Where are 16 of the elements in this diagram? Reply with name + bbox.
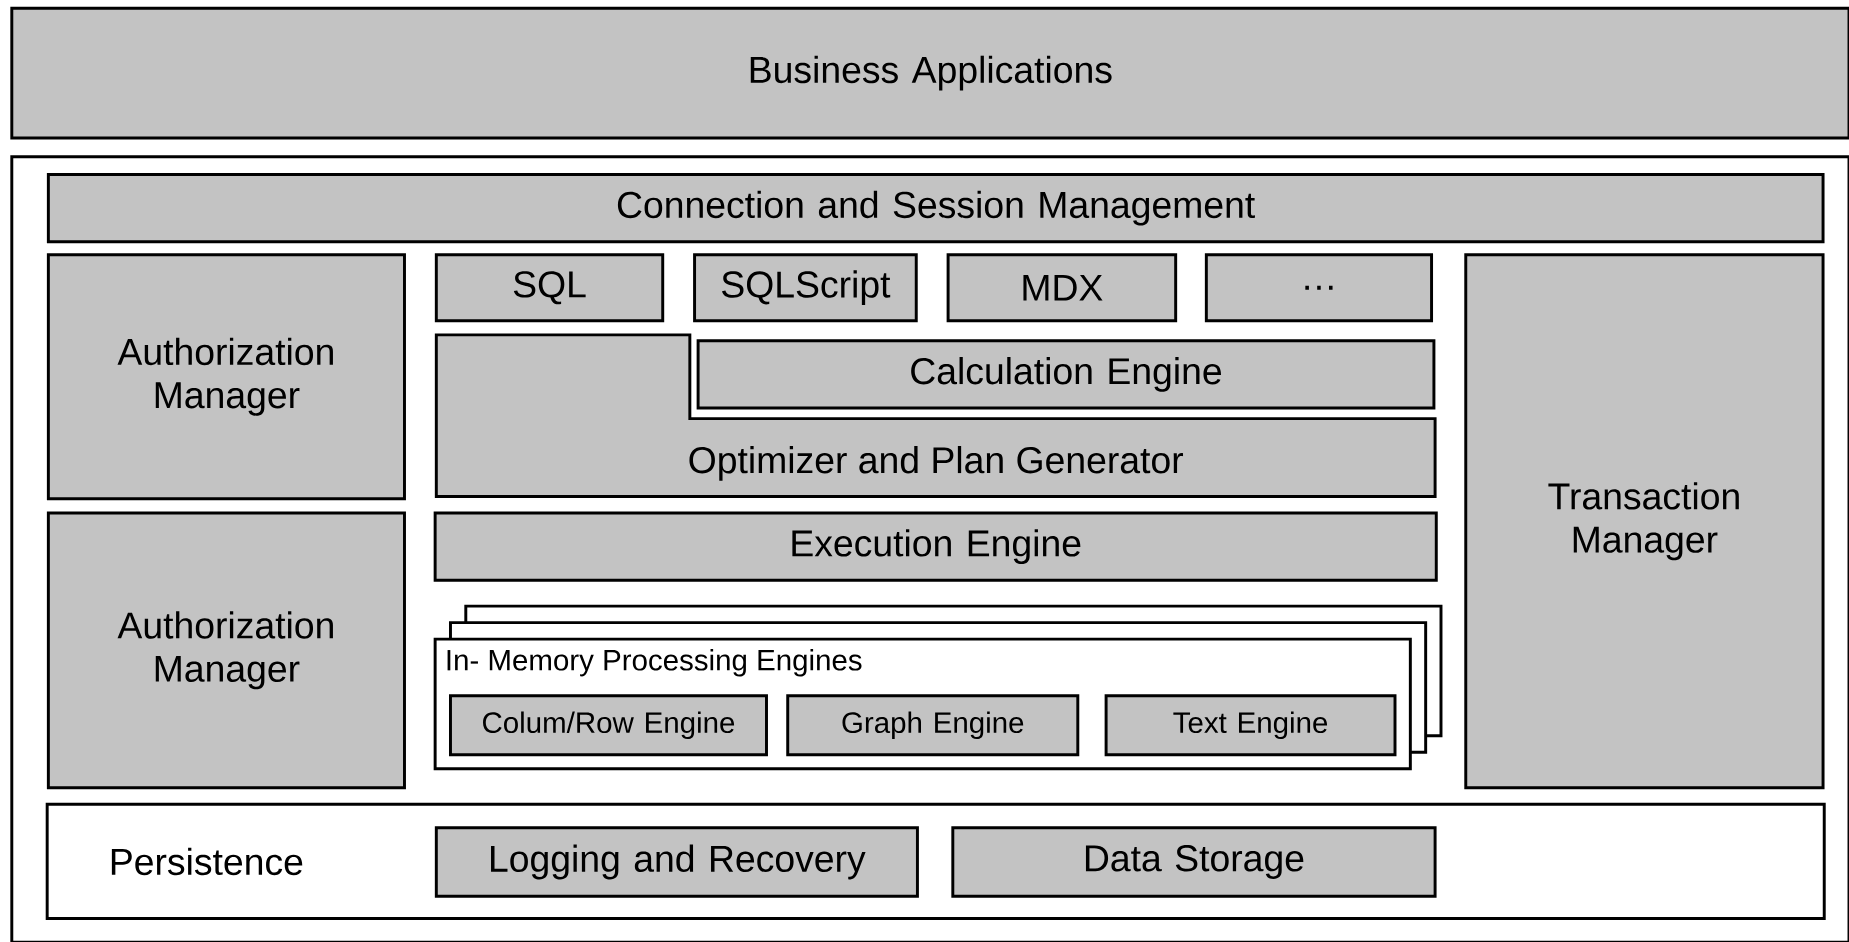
component-box: Connection and Session Management — [46, 172, 1825, 244]
component-box: Calculation Engine — [696, 339, 1436, 410]
component-box: Text Engine — [1104, 694, 1397, 757]
component-box: Data Storage — [951, 826, 1437, 898]
component-box: Business Applications — [10, 6, 1849, 140]
component-box: SQLScript — [693, 253, 918, 323]
component-box: Execution Engine — [433, 511, 1438, 582]
component-box: Authorization Manager — [46, 511, 406, 790]
component-box: Transaction Manager — [1464, 253, 1825, 790]
component-box: Logging and Recovery — [434, 826, 919, 898]
component-box: Colum/Row Engine — [449, 694, 768, 757]
component-box: Authorization Manager — [46, 253, 406, 501]
component-box: MDX — [946, 253, 1178, 323]
component-box: … — [1204, 253, 1434, 323]
component-box: Graph Engine — [786, 694, 1080, 757]
component-box: SQL — [434, 253, 665, 323]
